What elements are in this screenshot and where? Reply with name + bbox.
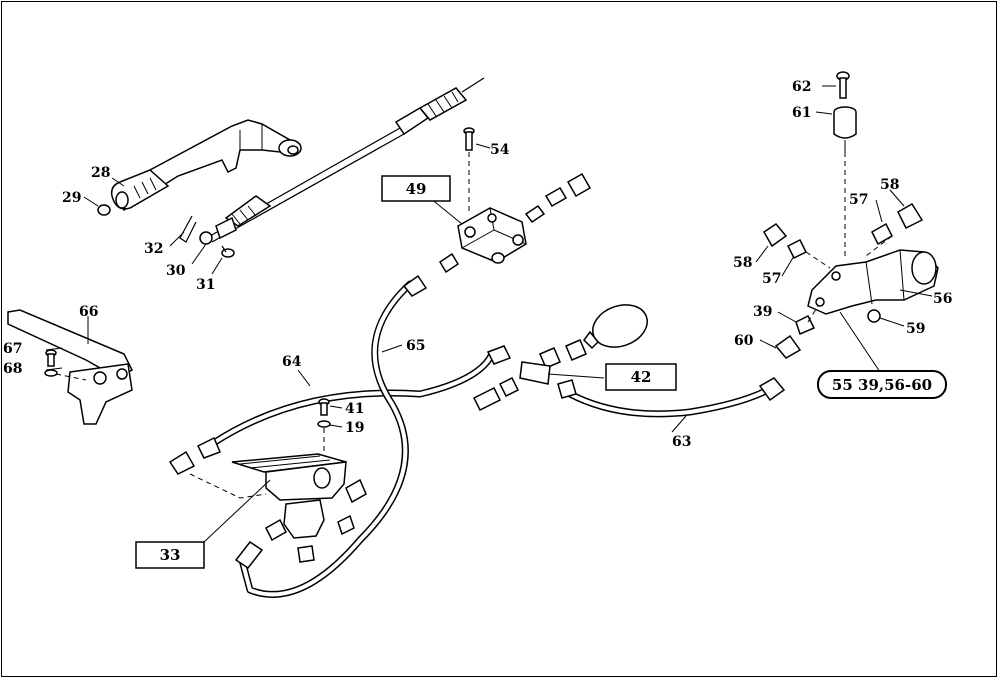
callout-42: 42 [631,368,652,386]
callout-19: 19 [345,420,364,436]
callout-58b: 58 [733,255,752,271]
callout-57b: 57 [762,271,781,287]
callout-56: 56 [933,291,952,307]
callout-32: 32 [144,241,163,257]
pedal-assembly-66 [7,309,133,425]
callout-58a: 58 [880,177,899,193]
callout-62: 62 [792,79,811,95]
callout-29: 29 [62,190,81,206]
callout-31: 31 [196,277,215,293]
callout-65: 65 [406,338,425,354]
callout-55: 55 39,56-60 [832,376,932,394]
callout-41: 41 [345,401,364,417]
valve-block-49 [438,127,592,274]
pedal-valve-33 [189,398,367,563]
callout-68: 68 [3,361,22,377]
boxed-callout-33: 33 [135,541,205,569]
callout-28: 28 [91,165,110,181]
callout-61: 61 [792,105,811,121]
rounded-callout-55: 55 39,56-60 [817,370,947,399]
callout-60: 60 [734,333,754,349]
callout-63: 63 [672,434,691,450]
callout-54: 54 [490,142,510,158]
accumulator-42 [472,304,648,412]
hoses [168,274,786,598]
callout-30: 30 [166,263,186,279]
callout-67: 67 [3,341,22,357]
leader-lines [45,85,933,543]
callout-labels: 28 29 32 30 31 54 62 61 57 58 58 57 56 3… [3,79,952,450]
cylinder-56 [763,71,939,359]
callout-64: 64 [282,354,302,370]
callout-39: 39 [753,304,772,320]
hand-brake-lever [97,119,302,216]
callout-49: 49 [406,180,427,198]
callout-33: 33 [160,546,181,564]
callout-59: 59 [906,321,925,337]
brake-cable [179,77,485,258]
callout-57a: 57 [849,192,868,208]
boxed-callout-49: 49 [381,175,451,202]
callout-66: 66 [79,304,98,320]
boxed-callout-42: 42 [605,363,677,391]
